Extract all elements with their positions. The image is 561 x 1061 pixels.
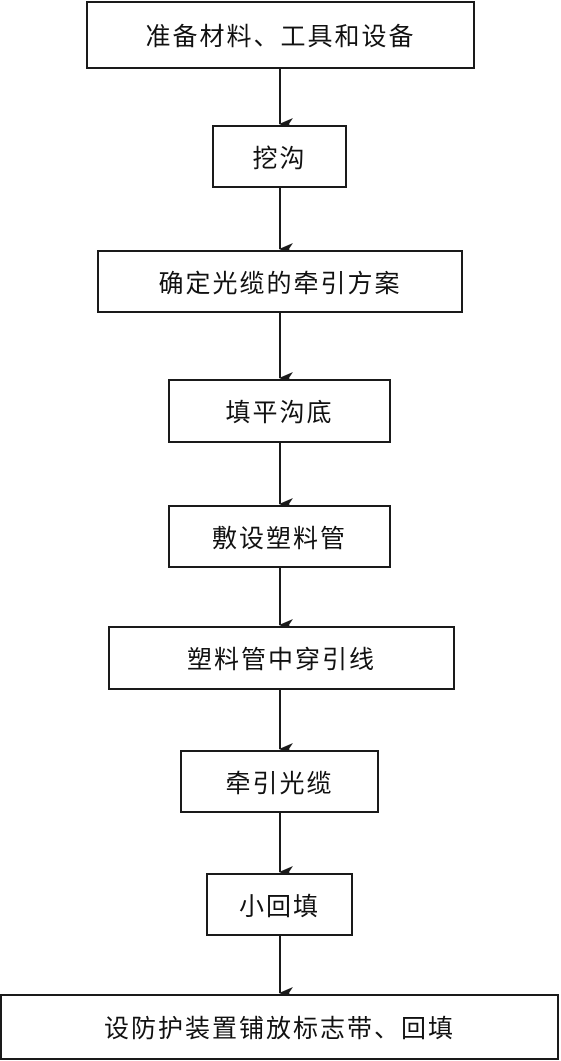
step-box-6: 塑料管中穿引线 xyxy=(108,626,455,690)
step-box-7: 牵引光缆 xyxy=(180,750,379,813)
step-box-3: 确定光缆的牵引方案 xyxy=(97,250,463,313)
step-box-1: 准备材料、工具和设备 xyxy=(86,1,475,69)
step-box-5: 敷设塑料管 xyxy=(168,505,391,568)
step-box-9: 设防护装置铺放标志带、回填 xyxy=(0,994,559,1060)
step-box-8: 小回填 xyxy=(206,873,353,936)
step-box-4: 填平沟底 xyxy=(168,379,391,443)
step-box-2: 挖沟 xyxy=(212,125,347,188)
